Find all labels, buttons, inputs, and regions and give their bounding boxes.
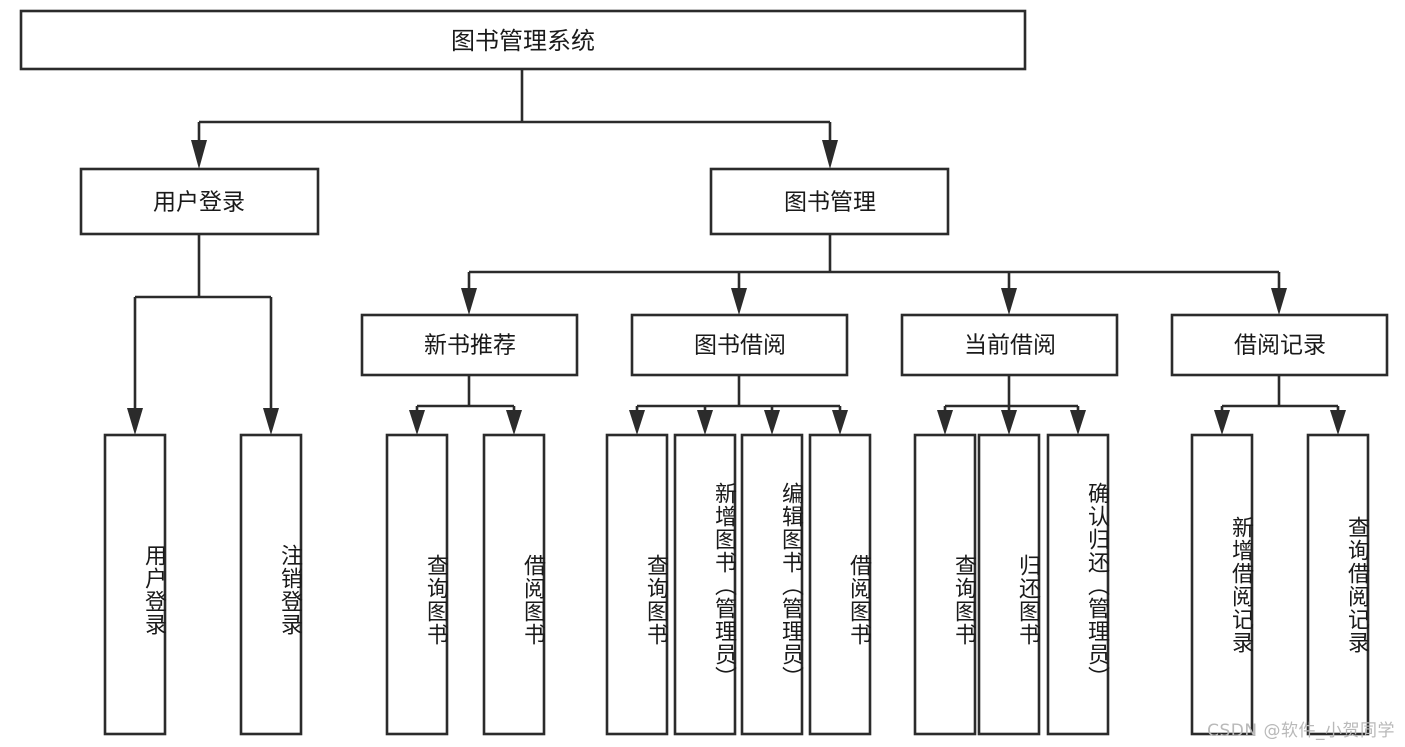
connector-current-to-leaves <box>937 375 1086 435</box>
leaf-box-record-0[interactable] <box>1190 433 1254 736</box>
leaf-box-user-login-0[interactable] <box>103 433 167 736</box>
leaf-box-borrow-2[interactable] <box>740 433 804 736</box>
csdn-watermark: CSDN @软件_小贺同学 <box>1207 721 1395 741</box>
node-book-management[interactable]: 图书管理 <box>709 167 950 236</box>
leaf-box-record-1[interactable] <box>1306 433 1370 736</box>
leaf-box-current-1[interactable] <box>977 433 1041 736</box>
node-book-borrow[interactable]: 图书借阅 <box>630 313 849 377</box>
leaf-box-current-0[interactable] <box>913 433 977 736</box>
node-current-borrow[interactable]: 当前借阅 <box>900 313 1119 377</box>
connector-record-to-leaves <box>1214 375 1346 435</box>
connector-userlogin-to-leaves <box>127 234 279 435</box>
node-root-label: 图书管理系统 <box>451 27 595 55</box>
leaf-box-borrow-3[interactable] <box>808 433 872 736</box>
leaf-box-user-login-1[interactable] <box>239 433 303 736</box>
node-root[interactable]: 图书管理系统 <box>19 9 1027 71</box>
node-book-management-label: 图书管理 <box>784 190 876 216</box>
node-borrow-record[interactable]: 借阅记录 <box>1170 313 1389 377</box>
connector-borrow-to-leaves <box>629 375 848 435</box>
leaf-box-borrow-1[interactable] <box>673 433 737 736</box>
leaf-box-newbook-0[interactable] <box>385 433 449 736</box>
node-current-borrow-label: 当前借阅 <box>964 333 1056 359</box>
leaf-box-borrow-0[interactable] <box>605 433 669 736</box>
connector-root-to-level2 <box>191 69 838 169</box>
node-borrow-record-label: 借阅记录 <box>1234 333 1326 359</box>
leaf-box-current-2[interactable] <box>1046 433 1110 736</box>
node-new-book-recommend-label: 新书推荐 <box>424 333 516 359</box>
node-user-login-label: 用户登录 <box>153 190 245 216</box>
node-book-borrow-label: 图书借阅 <box>694 333 786 359</box>
leaf-box-newbook-1[interactable] <box>482 433 546 736</box>
connector-newbook-to-leaves <box>409 375 522 435</box>
node-new-book-recommend[interactable]: 新书推荐 <box>360 313 579 377</box>
connector-bookmgmt-to-level3 <box>461 234 1287 315</box>
node-user-login[interactable]: 用户登录 <box>79 167 320 236</box>
